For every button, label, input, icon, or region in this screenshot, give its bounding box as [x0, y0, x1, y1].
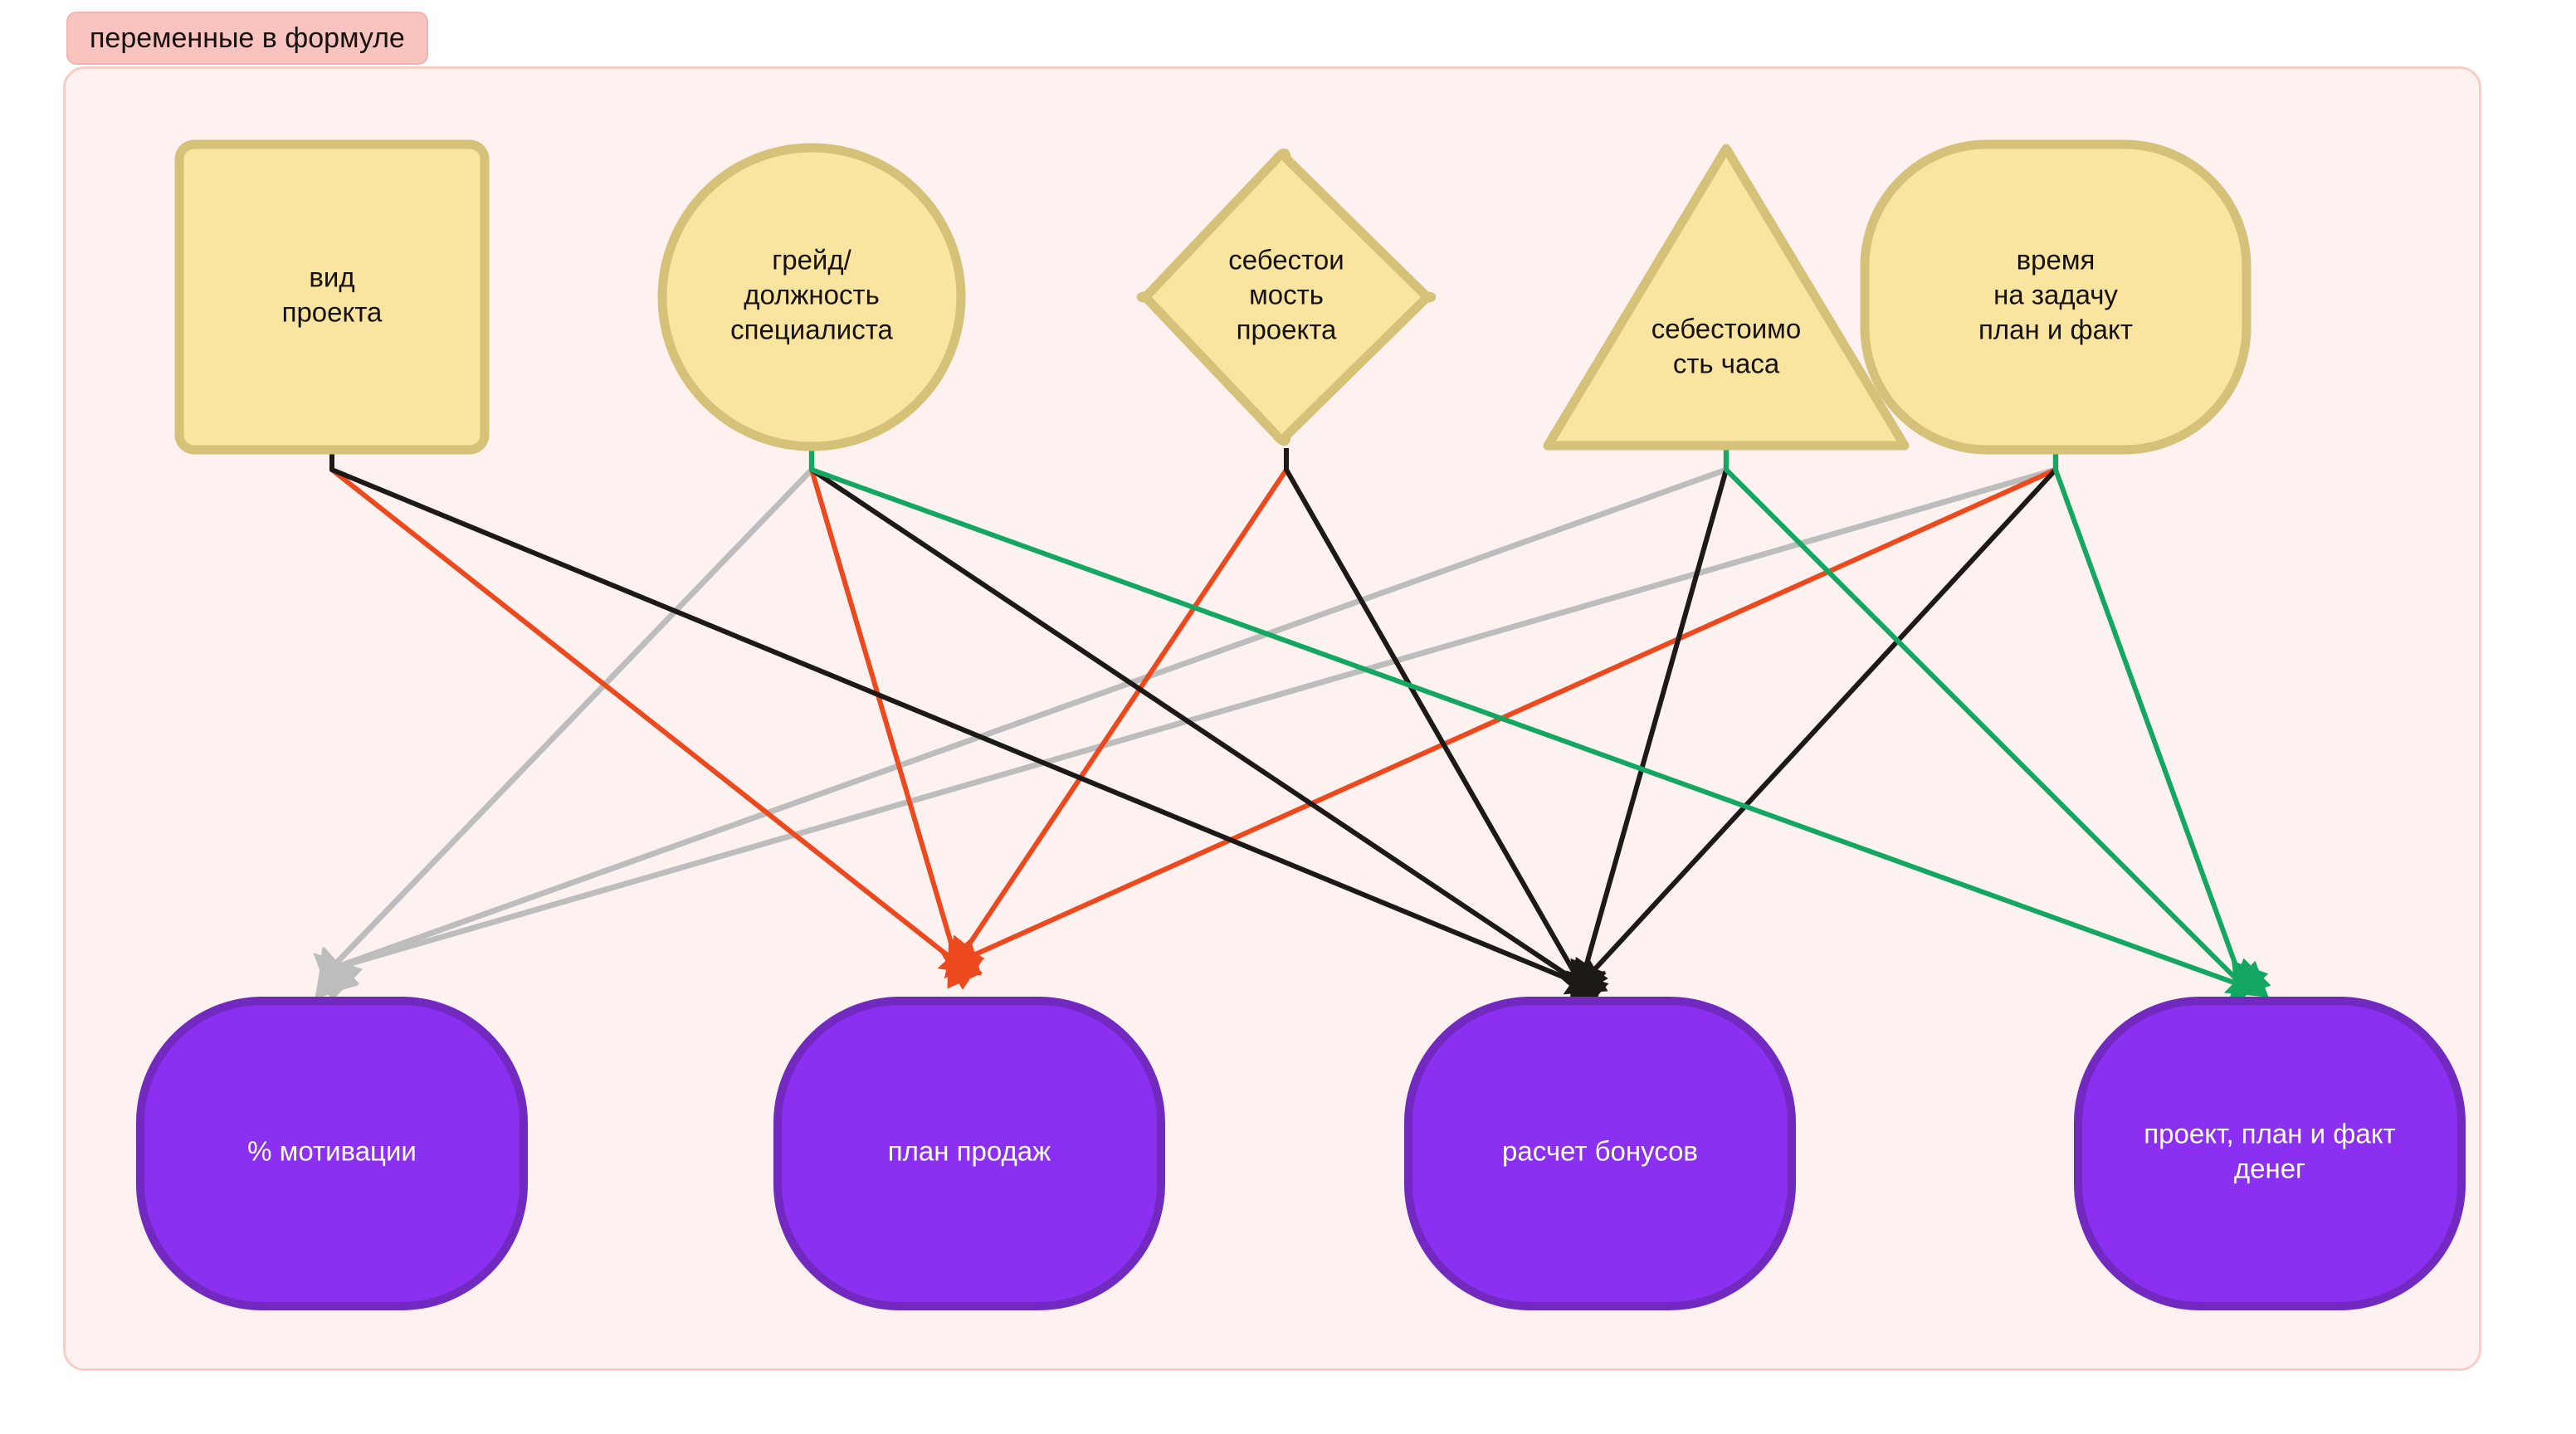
edge-greid-to-proekt-dengi[interactable] — [809, 448, 2269, 1006]
edge-vremya-na-zadachu-to-proekt-dengi[interactable] — [2053, 448, 2269, 997]
edge-sebestoim-chasa-to-proekt-dengi[interactable] — [1724, 448, 2271, 1001]
node-shape-triangle — [1543, 144, 1910, 451]
node-plan-prodazh[interactable]: план продаж — [773, 997, 1165, 1310]
node-shape-squircle — [1404, 997, 1796, 1310]
node-shape-squircle — [136, 997, 528, 1310]
node-shape-diamond — [1136, 148, 1437, 446]
edge-vid-proekta-to-raschet-bonusov[interactable] — [329, 448, 1607, 1003]
node-shape-squircle — [1860, 139, 2252, 455]
node-motivacii[interactable]: % мотивации — [136, 997, 528, 1310]
group-title-label: переменные в формуле — [90, 22, 405, 54]
group-title-chip[interactable]: переменные в формуле — [66, 12, 428, 65]
node-raschet-bonusov[interactable]: расчет бонусов — [1404, 997, 1796, 1310]
edge-sebestoim-proekta-to-raschet-bonusov[interactable] — [1284, 448, 1608, 995]
node-shape-circle — [657, 143, 966, 451]
node-shape-squircle — [2074, 997, 2466, 1310]
node-shape-squircle — [773, 997, 1165, 1310]
node-shape-rounded-rect — [174, 139, 490, 455]
